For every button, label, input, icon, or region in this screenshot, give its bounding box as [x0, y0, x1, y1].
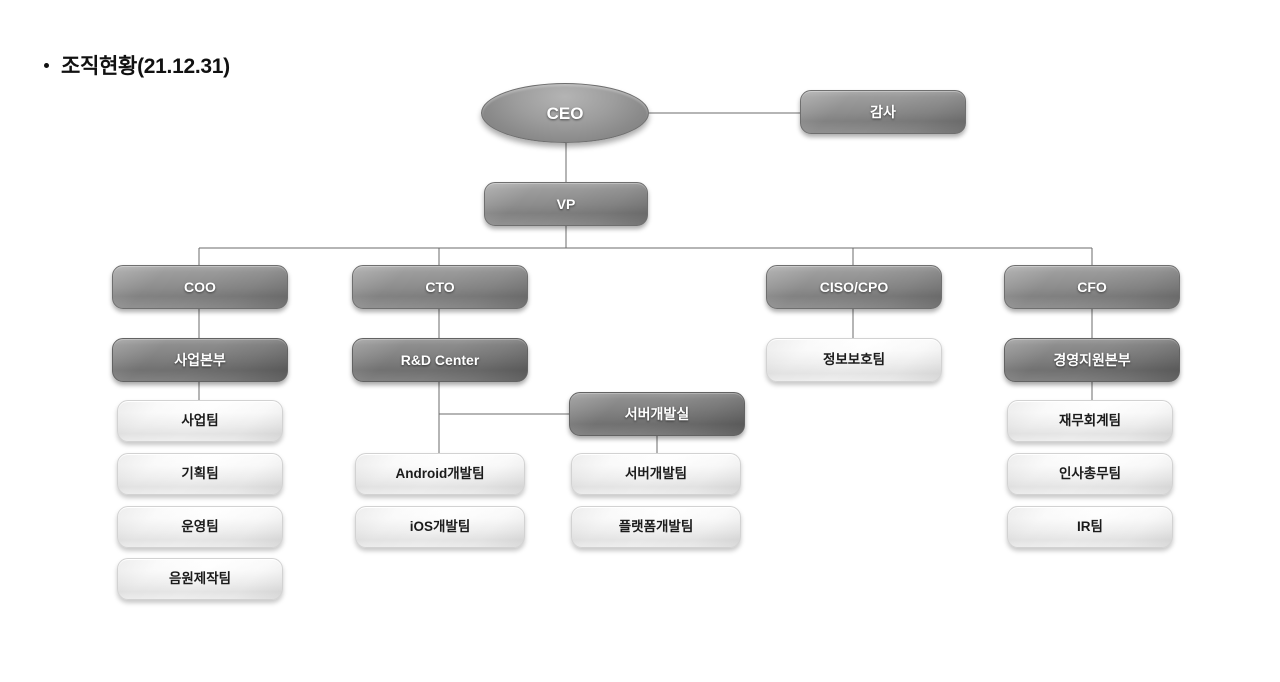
- node-label: iOS개발팀: [409, 519, 471, 535]
- node-management-division[interactable]: 경영지원본부: [1004, 338, 1180, 382]
- node-audit[interactable]: 감사: [800, 90, 966, 134]
- node-label: 서버개발팀: [624, 466, 688, 482]
- node-label: 기획팀: [181, 466, 219, 482]
- bullet-icon: [44, 62, 49, 68]
- node-label: 운영팀: [181, 519, 219, 535]
- node-server-dev-team[interactable]: 서버개발팀: [571, 453, 741, 495]
- node-ciso-cpo[interactable]: CISO/CPO: [766, 265, 942, 309]
- node-infosec-team[interactable]: 정보보호팀: [766, 338, 942, 382]
- node-label: 사업팀: [181, 413, 219, 429]
- node-music-production-team[interactable]: 음원제작팀: [117, 558, 283, 600]
- node-label: 음원제작팀: [168, 571, 232, 587]
- node-finance-team[interactable]: 재무회계팀: [1007, 400, 1173, 442]
- node-label: CFO: [1077, 279, 1107, 295]
- node-label: VP: [556, 196, 576, 212]
- node-label: 인사총무팀: [1058, 466, 1122, 482]
- page-title-text: 조직현황(21.12.31): [61, 55, 230, 78]
- node-label: Android개발팀: [395, 466, 485, 482]
- node-ir-team[interactable]: IR팀: [1007, 506, 1173, 548]
- node-label: IR팀: [1077, 519, 1103, 535]
- node-operations-team[interactable]: 운영팀: [117, 506, 283, 548]
- node-planning-team[interactable]: 기획팀: [117, 453, 283, 495]
- node-server-dev-office[interactable]: 서버개발실: [569, 392, 745, 436]
- page-title: 조직현황(21.12.31): [44, 50, 230, 80]
- node-vp[interactable]: VP: [484, 182, 648, 226]
- node-label: 경영지원본부: [1053, 352, 1131, 368]
- node-label: CEO: [546, 103, 584, 123]
- node-ios-dev-team[interactable]: iOS개발팀: [355, 506, 525, 548]
- node-label: 사업본부: [174, 352, 226, 368]
- node-cfo[interactable]: CFO: [1004, 265, 1180, 309]
- node-label: 정보보호팀: [822, 352, 886, 368]
- node-hr-team[interactable]: 인사총무팀: [1007, 453, 1173, 495]
- node-platform-dev-team[interactable]: 플랫폼개발팀: [571, 506, 741, 548]
- node-label: CISO/CPO: [819, 279, 889, 295]
- node-cto[interactable]: CTO: [352, 265, 528, 309]
- node-coo[interactable]: COO: [112, 265, 288, 309]
- node-label: CTO: [425, 279, 455, 295]
- node-label: R&D Center: [400, 352, 480, 368]
- node-business-team[interactable]: 사업팀: [117, 400, 283, 442]
- node-label: COO: [184, 279, 216, 295]
- node-label: 감사: [870, 104, 896, 120]
- node-label: 재무회계팀: [1058, 413, 1122, 429]
- node-android-dev-team[interactable]: Android개발팀: [355, 453, 525, 495]
- node-label: 서버개발실: [624, 406, 690, 422]
- node-rnd-center[interactable]: R&D Center: [352, 338, 528, 382]
- node-ceo[interactable]: CEO: [481, 83, 649, 143]
- node-business-division[interactable]: 사업본부: [112, 338, 288, 382]
- node-label: 플랫폼개발팀: [618, 519, 694, 535]
